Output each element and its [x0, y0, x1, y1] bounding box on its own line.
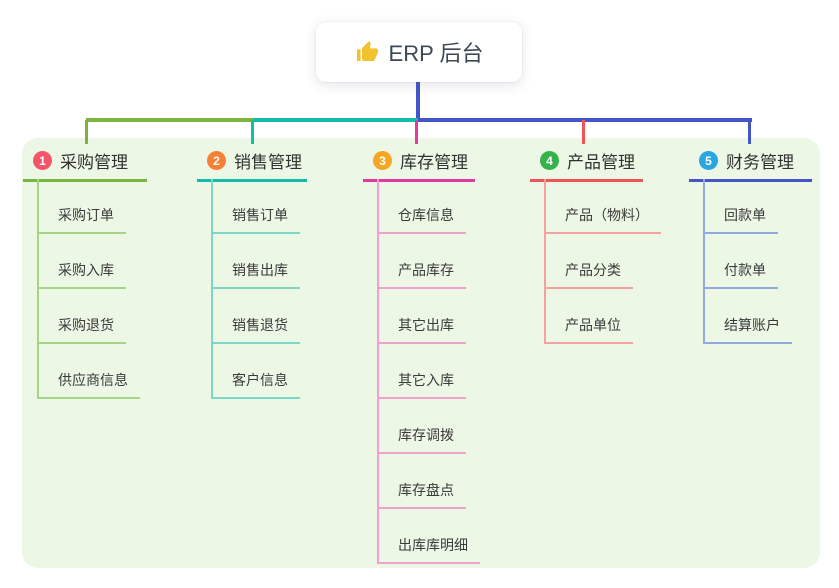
child-node: 其它出库 — [377, 289, 475, 344]
branch-label: 销售管理 — [234, 153, 302, 172]
branch-stub-inventory — [415, 120, 418, 144]
child-node: 付款单 — [703, 234, 812, 289]
branch-label: 采购管理 — [60, 153, 128, 172]
child-label[interactable]: 销售退货 — [211, 315, 300, 344]
child-node: 产品单位 — [544, 289, 643, 344]
child-node: 结算账户 — [703, 289, 812, 344]
child-label[interactable]: 结算账户 — [703, 315, 792, 344]
child-node: 采购退货 — [37, 289, 147, 344]
branch: 2 销售管理 销售订单销售出库销售退货客户信息 — [197, 148, 307, 399]
branch-number-badge: 4 — [540, 151, 559, 170]
child-node: 其它入库 — [377, 344, 475, 399]
branch-heading[interactable]: 4 产品管理 — [530, 148, 643, 182]
branch-stub-finance — [748, 120, 751, 144]
child-label[interactable]: 回款单 — [703, 205, 778, 234]
branch-stub-purchase — [85, 120, 88, 144]
branch-connector-line — [544, 179, 546, 343]
branch-number-badge: 2 — [207, 151, 226, 170]
branch-children: 产品（物料） 产品分类产品单位 — [544, 179, 661, 344]
child-label[interactable]: 出库库明细 — [377, 535, 480, 564]
thumbs-up-icon — [355, 40, 379, 64]
branch-number-badge: 5 — [699, 151, 718, 170]
child-node: 销售订单 — [211, 179, 307, 234]
child-node: 采购入库 — [37, 234, 147, 289]
child-label[interactable]: 付款单 — [703, 260, 778, 289]
child-node: 销售出库 — [211, 234, 307, 289]
branches-panel — [22, 138, 820, 568]
branch-stub-product — [582, 120, 585, 144]
branch-bus-segment-indigo — [418, 118, 752, 122]
branch-children: 回款单付款单结算账户 — [703, 179, 812, 344]
child-label[interactable]: 其它出库 — [377, 315, 466, 344]
child-node: 回款单 — [703, 179, 812, 234]
branch: 1 采购管理 采购订单采购入库采购退货供应商信息 — [23, 148, 147, 399]
child-label[interactable]: 库存调拨 — [377, 425, 466, 454]
child-label[interactable]: 采购入库 — [37, 260, 126, 289]
child-label[interactable]: 供应商信息 — [37, 370, 140, 399]
branch-label: 财务管理 — [726, 153, 794, 172]
child-node: 库存调拨 — [377, 399, 475, 454]
branch-heading[interactable]: 3 库存管理 — [363, 148, 475, 182]
branch: 5 财务管理 回款单付款单结算账户 — [689, 148, 812, 344]
branch-children: 采购订单采购入库采购退货供应商信息 — [37, 179, 147, 399]
child-label[interactable]: 产品（物料） — [544, 205, 661, 234]
child-node: 产品库存 — [377, 234, 475, 289]
branch-stub-sales — [251, 120, 254, 144]
root-node[interactable]: ERP 后台 — [316, 22, 522, 82]
child-node: 客户信息 — [211, 344, 307, 399]
branch-number-badge: 3 — [373, 151, 392, 170]
child-label[interactable]: 产品单位 — [544, 315, 633, 344]
child-node: 仓库信息 — [377, 179, 475, 234]
branch-bus-segment-teal — [253, 118, 418, 122]
branch-heading[interactable]: 2 销售管理 — [197, 148, 307, 182]
root-title: ERP 后台 — [388, 41, 484, 66]
branch-label: 产品管理 — [567, 153, 635, 172]
child-node: 产品分类 — [544, 234, 643, 289]
child-node: 销售退货 — [211, 289, 307, 344]
branch-bus-segment-green — [86, 118, 253, 122]
child-label[interactable]: 仓库信息 — [377, 205, 466, 234]
branch-label: 库存管理 — [400, 153, 468, 172]
child-node: 出库库明细 — [377, 509, 480, 564]
child-label[interactable]: 采购退货 — [37, 315, 126, 344]
child-node: 产品（物料） — [544, 179, 661, 234]
child-label[interactable]: 产品分类 — [544, 260, 633, 289]
child-label[interactable]: 采购订单 — [37, 205, 126, 234]
branch-connector-line — [377, 179, 379, 563]
branch-heading[interactable]: 1 采购管理 — [23, 148, 147, 182]
branch-number-badge: 1 — [33, 151, 52, 170]
child-label[interactable]: 库存盘点 — [377, 480, 466, 509]
branch-children: 仓库信息产品库存其它出库其它入库库存调拨库存盘点出库库明细 — [377, 179, 480, 564]
child-label[interactable]: 销售出库 — [211, 260, 300, 289]
branch-children: 销售订单销售出库销售退货客户信息 — [211, 179, 307, 399]
branch: 4 产品管理 产品（物料） 产品分类产品单位 — [530, 148, 661, 344]
root-connector-line — [416, 82, 420, 122]
child-node: 库存盘点 — [377, 454, 475, 509]
child-label[interactable]: 其它入库 — [377, 370, 466, 399]
branch-heading[interactable]: 5 财务管理 — [689, 148, 812, 182]
child-label[interactable]: 客户信息 — [211, 370, 300, 399]
child-label[interactable]: 销售订单 — [211, 205, 300, 234]
branch: 3 库存管理 仓库信息产品库存其它出库其它入库库存调拨库存盘点出库库明细 — [363, 148, 480, 564]
child-label[interactable]: 产品库存 — [377, 260, 466, 289]
child-node: 采购订单 — [37, 179, 147, 234]
branch-connector-line — [703, 179, 705, 343]
child-node: 供应商信息 — [37, 344, 147, 399]
